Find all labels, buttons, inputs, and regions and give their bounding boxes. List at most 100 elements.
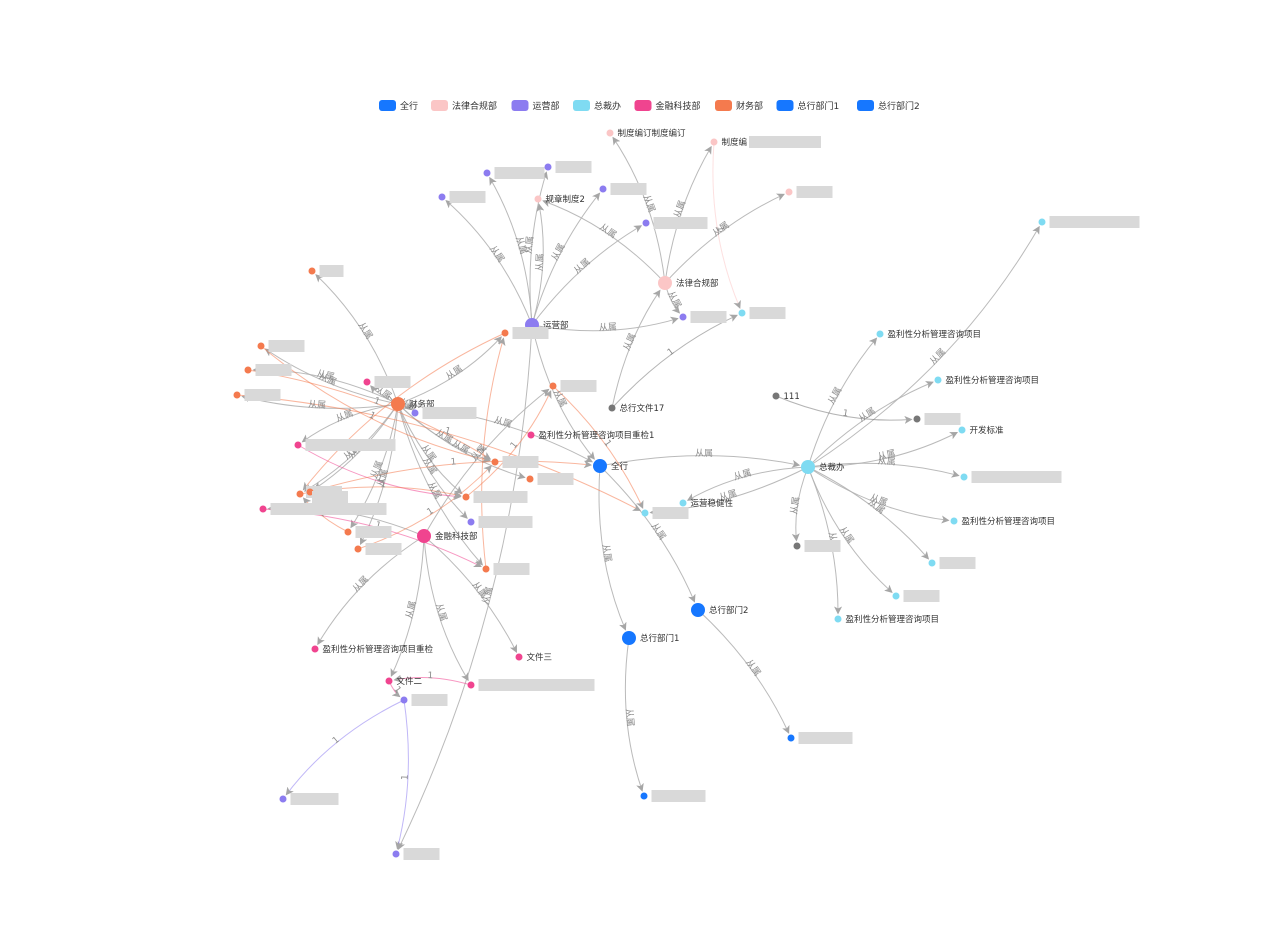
node-dot <box>793 542 801 550</box>
node-fa13[interactable] <box>501 327 549 339</box>
node-dot <box>834 615 842 623</box>
edge-pres-p6 <box>807 466 950 524</box>
redacted-label <box>365 543 402 555</box>
node-dot <box>392 850 400 858</box>
node-fi5[interactable]: 盈利性分析管理咨询项目重检 <box>311 644 434 655</box>
node-p2[interactable] <box>1038 216 1140 228</box>
node-d1[interactable] <box>787 732 853 744</box>
legend-item-hq2[interactable]: 总行部门2 <box>857 100 920 112</box>
node-dot <box>934 376 942 384</box>
node-fa10[interactable] <box>354 543 402 555</box>
edge-fa11-fa13 <box>481 337 506 570</box>
node-o9[interactable] <box>411 407 477 419</box>
node-p10[interactable]: 运营稳健性 <box>679 498 734 509</box>
edges <box>236 136 1040 850</box>
legend-label: 金融科技部 <box>656 100 701 112</box>
node-x1[interactable]: 总行文件17 <box>608 403 665 414</box>
node-d2[interactable] <box>640 790 706 802</box>
node-fi2[interactable] <box>363 376 411 388</box>
legend-item-ops[interactable]: 运营部 <box>511 100 560 112</box>
node-o1[interactable] <box>483 167 545 179</box>
redacted-label <box>749 307 786 319</box>
edge-all-hq1 <box>598 465 627 631</box>
node-finance[interactable]: 财务部 <box>391 397 435 411</box>
node-o11[interactable] <box>400 694 448 706</box>
edge-label: 从属 <box>523 235 536 254</box>
edge-label: 1 <box>391 685 402 696</box>
edge-label: 从属 <box>356 320 375 341</box>
legend-label: 法律合规部 <box>452 100 497 112</box>
redacted-label <box>749 136 821 148</box>
redacted-label <box>255 364 292 376</box>
node-o4[interactable] <box>599 183 647 195</box>
node-fa4[interactable] <box>233 389 281 401</box>
node-o8[interactable] <box>642 217 708 229</box>
node-dot <box>491 458 499 466</box>
node-o10[interactable] <box>467 516 533 528</box>
node-fa14[interactable] <box>306 488 349 504</box>
node-fa2[interactable] <box>257 340 305 352</box>
node-l2[interactable]: 制度编 <box>710 136 822 148</box>
node-fi3[interactable] <box>294 439 396 451</box>
edge-legal-l1 <box>612 136 666 284</box>
node-p7[interactable] <box>928 557 976 569</box>
node-fintech[interactable]: 金融科技部 <box>417 529 478 543</box>
node-fi6[interactable]: 文件二 <box>385 676 423 687</box>
node-o5[interactable] <box>279 793 339 805</box>
node-p4[interactable]: 开发标准 <box>958 425 1005 436</box>
edge-label: 1 <box>426 506 436 518</box>
node-fa8[interactable] <box>344 526 392 538</box>
node-x3[interactable] <box>913 413 961 425</box>
node-p9[interactable]: 盈利性分析管理咨询项目 <box>834 614 940 625</box>
edge-hq1-d2 <box>624 637 644 792</box>
node-p0[interactable] <box>738 307 786 319</box>
node-p11[interactable] <box>641 507 689 519</box>
legend-item-all[interactable]: 全行 <box>379 100 418 112</box>
node-fa5[interactable] <box>526 473 574 485</box>
node-pres[interactable]: 总裁办 <box>801 460 845 474</box>
edge-label: 从属 <box>718 488 738 503</box>
node-p6[interactable]: 盈利性分析管理咨询项目 <box>950 516 1056 527</box>
node-label: 盈利性分析管理咨询项目 <box>946 375 1040 386</box>
node-o6[interactable] <box>392 848 440 860</box>
node-l1[interactable]: 制度编订制度编订 <box>606 128 687 139</box>
edge-label: 1 <box>450 457 457 467</box>
node-fa1[interactable] <box>308 265 344 277</box>
node-o3[interactable] <box>438 191 486 203</box>
redacted-label <box>478 679 595 691</box>
node-p1[interactable]: 盈利性分析管理咨询项目 <box>876 329 982 340</box>
node-fa3[interactable] <box>244 364 292 376</box>
legend-item-hq1[interactable]: 总行部门1 <box>776 100 840 112</box>
legend-item-legal[interactable]: 法律合规部 <box>431 100 497 112</box>
node-legal[interactable]: 法律合规部 <box>658 276 719 290</box>
legend-item-fintech[interactable]: 金融科技部 <box>634 100 701 112</box>
edge-label: 从属 <box>572 256 593 276</box>
redacted-label <box>494 167 545 179</box>
node-p5[interactable] <box>960 471 1062 483</box>
node-hq2[interactable]: 总行部门2 <box>691 603 748 617</box>
node-o7[interactable] <box>679 311 727 323</box>
node-x4[interactable]: 111 <box>772 392 800 402</box>
legend-item-finance[interactable]: 财务部 <box>715 100 763 112</box>
node-l3[interactable]: 规章制度2 <box>534 194 585 205</box>
redacted-label <box>449 191 486 203</box>
legend-item-pres[interactable]: 总裁办 <box>573 100 621 112</box>
node-p8[interactable] <box>892 590 940 602</box>
node-all[interactable]: 全行 <box>593 459 629 473</box>
node-l4[interactable] <box>785 186 833 198</box>
node-o2[interactable] <box>544 161 592 173</box>
node-dot <box>482 565 490 573</box>
node-hq1[interactable]: 总行部门1 <box>622 631 679 645</box>
redacted-label <box>411 694 448 706</box>
node-fa9[interactable] <box>462 491 528 503</box>
node-fa12[interactable] <box>549 380 597 392</box>
node-fi7[interactable] <box>467 679 595 691</box>
node-fa11[interactable] <box>482 563 530 575</box>
node-fi1[interactable]: 盈利性分析管理咨询项目重检1 <box>527 430 655 441</box>
node-p3[interactable]: 盈利性分析管理咨询项目 <box>934 375 1040 386</box>
node-fi4[interactable] <box>259 503 387 515</box>
node-x2[interactable] <box>793 540 841 552</box>
node-fa7[interactable] <box>491 456 539 468</box>
node-fi8[interactable]: 文件三 <box>515 652 553 663</box>
